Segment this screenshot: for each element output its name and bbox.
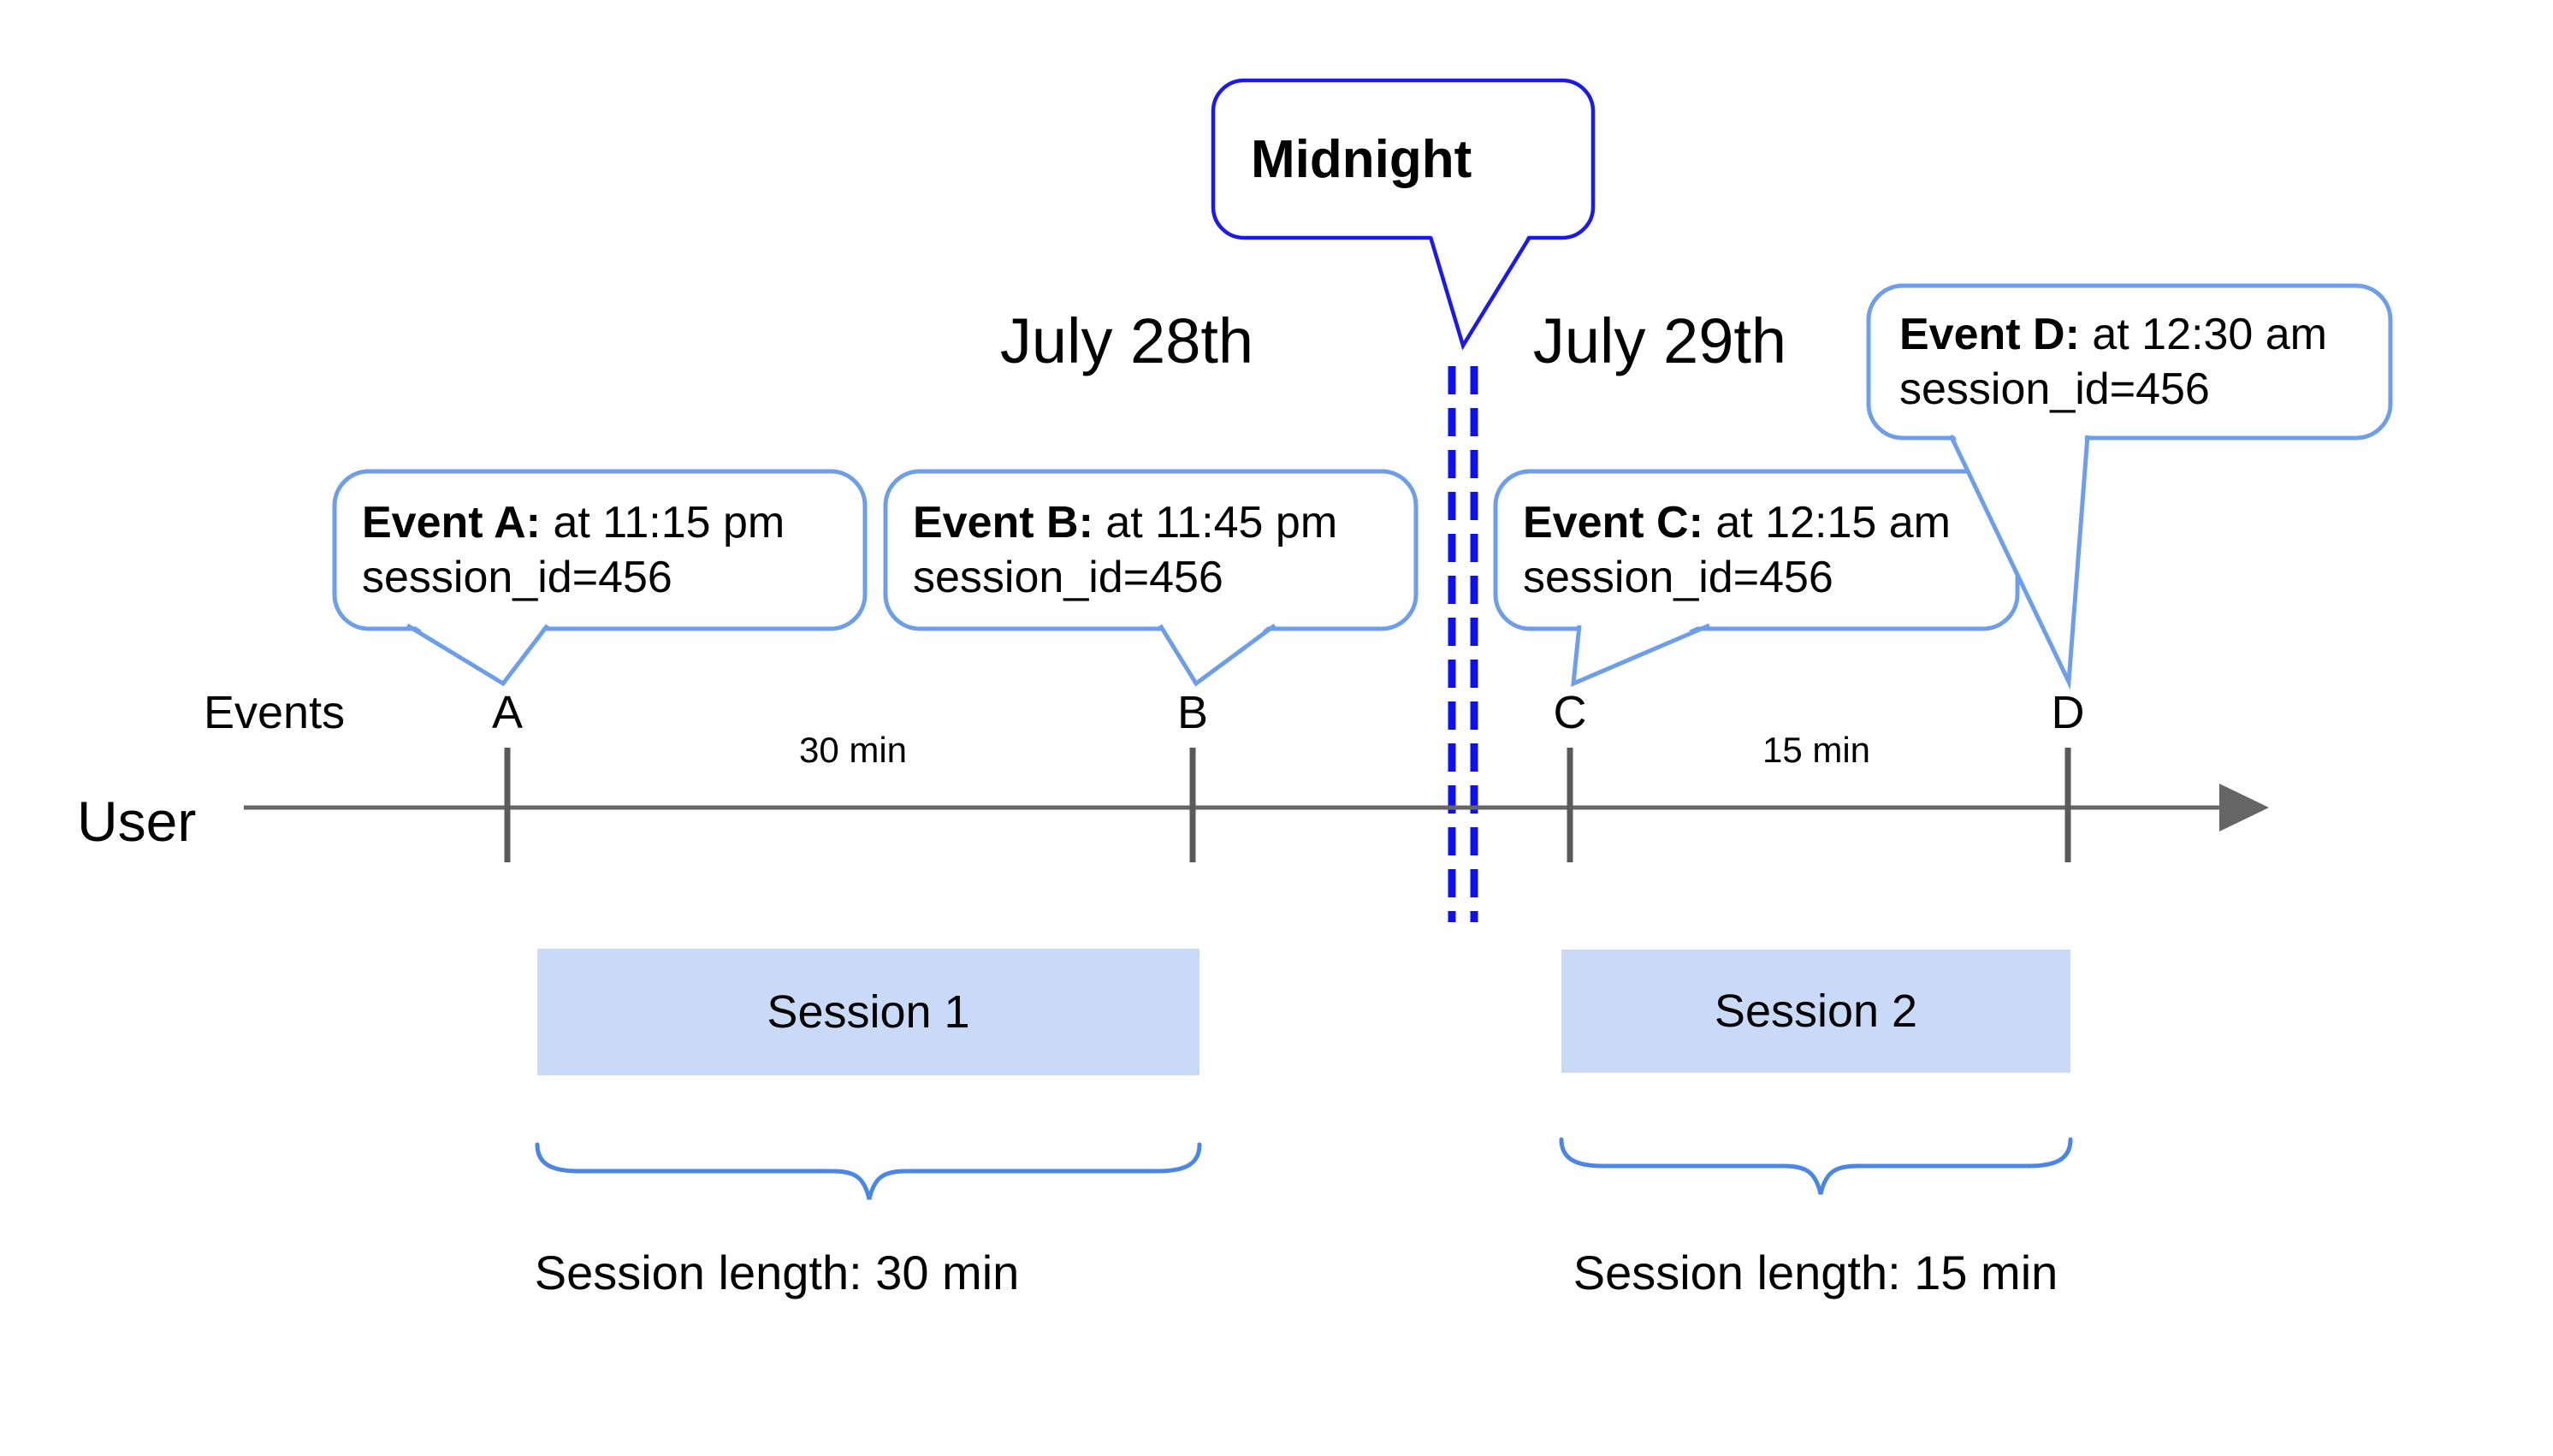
event-d-callout-text: Event D: at 12:30 am session_id=456 — [1869, 286, 2390, 438]
session-1-box: Session 1 — [537, 949, 1199, 1075]
event-b-session-id: session_id=456 — [913, 553, 1223, 602]
event-a-callout-text: Event A: at 11:15 pm session_id=456 — [335, 471, 865, 629]
session-2-label: Session 2 — [1714, 985, 1918, 1037]
interval-label-30min: 30 min — [798, 730, 908, 770]
event-b-title: Event B: — [913, 498, 1093, 547]
events-row-label: Events — [204, 687, 346, 738]
tick-label-d: D — [2051, 687, 2085, 738]
event-c-callout-text: Event C: at 12:15 am session_id=456 — [1496, 471, 2017, 629]
event-d-bubble-tail-fill-2 — [1954, 435, 2085, 682]
event-a-title: Event A: — [362, 498, 541, 547]
event-a-bubble-tail — [406, 623, 549, 687]
event-c-time: at 12:15 am — [1703, 498, 1951, 547]
tick-label-b: B — [1176, 687, 1209, 738]
session-1-label: Session 1 — [767, 986, 970, 1038]
event-c-bubble-tail — [1571, 623, 1710, 687]
event-c-title: Event C: — [1523, 498, 1703, 547]
event-b-line1: Event B: at 11:45 pm — [913, 495, 1416, 550]
event-a-line1: Event A: at 11:15 pm — [362, 495, 865, 550]
tick-label-a: A — [491, 687, 524, 738]
event-b-bubble-tail — [1158, 623, 1276, 687]
midnight-bubble-tail — [1428, 235, 1531, 351]
session-2-length-label: Session length: 15 min — [1573, 1246, 2058, 1299]
event-c-session-id: session_id=456 — [1523, 553, 1833, 602]
session-1-length-label: Session length: 30 min — [534, 1246, 1020, 1299]
event-d-session-id: session_id=456 — [1899, 364, 2210, 414]
event-a-bubble — [332, 469, 868, 631]
event-a-session-id: session_id=456 — [362, 553, 672, 602]
event-b-bubble — [883, 469, 1419, 631]
event-d-bubble-tail — [1948, 434, 2090, 690]
event-d-line1: Event D: at 12:30 am — [1899, 307, 2390, 362]
session-1-brace — [535, 1142, 1202, 1200]
event-b-callout-text: Event B: at 11:45 pm session_id=456 — [886, 471, 1416, 629]
timeline-arrowhead-icon — [2219, 784, 2269, 832]
interval-label-15min: 15 min — [1762, 730, 1871, 770]
date-label-july-29: July 29th — [1532, 305, 1787, 376]
event-d-time: at 12:30 am — [2079, 310, 2327, 359]
midnight-bubble — [1211, 78, 1596, 240]
session-2-box: Session 2 — [1561, 950, 2070, 1073]
date-label-july-28: July 28th — [999, 305, 1254, 376]
event-b-time: at 11:45 pm — [1093, 498, 1338, 547]
event-d-title: Event D: — [1899, 310, 2080, 359]
tick-label-c: C — [1553, 687, 1587, 738]
midnight-bubble-label: Midnight — [1251, 129, 1472, 189]
event-d-bubble — [1866, 283, 2393, 441]
event-c-line1: Event C: at 12:15 am — [1523, 495, 2017, 550]
session-2-brace — [1559, 1137, 2073, 1195]
user-axis-label: User — [77, 790, 197, 853]
event-a-time: at 11:15 pm — [541, 498, 785, 547]
